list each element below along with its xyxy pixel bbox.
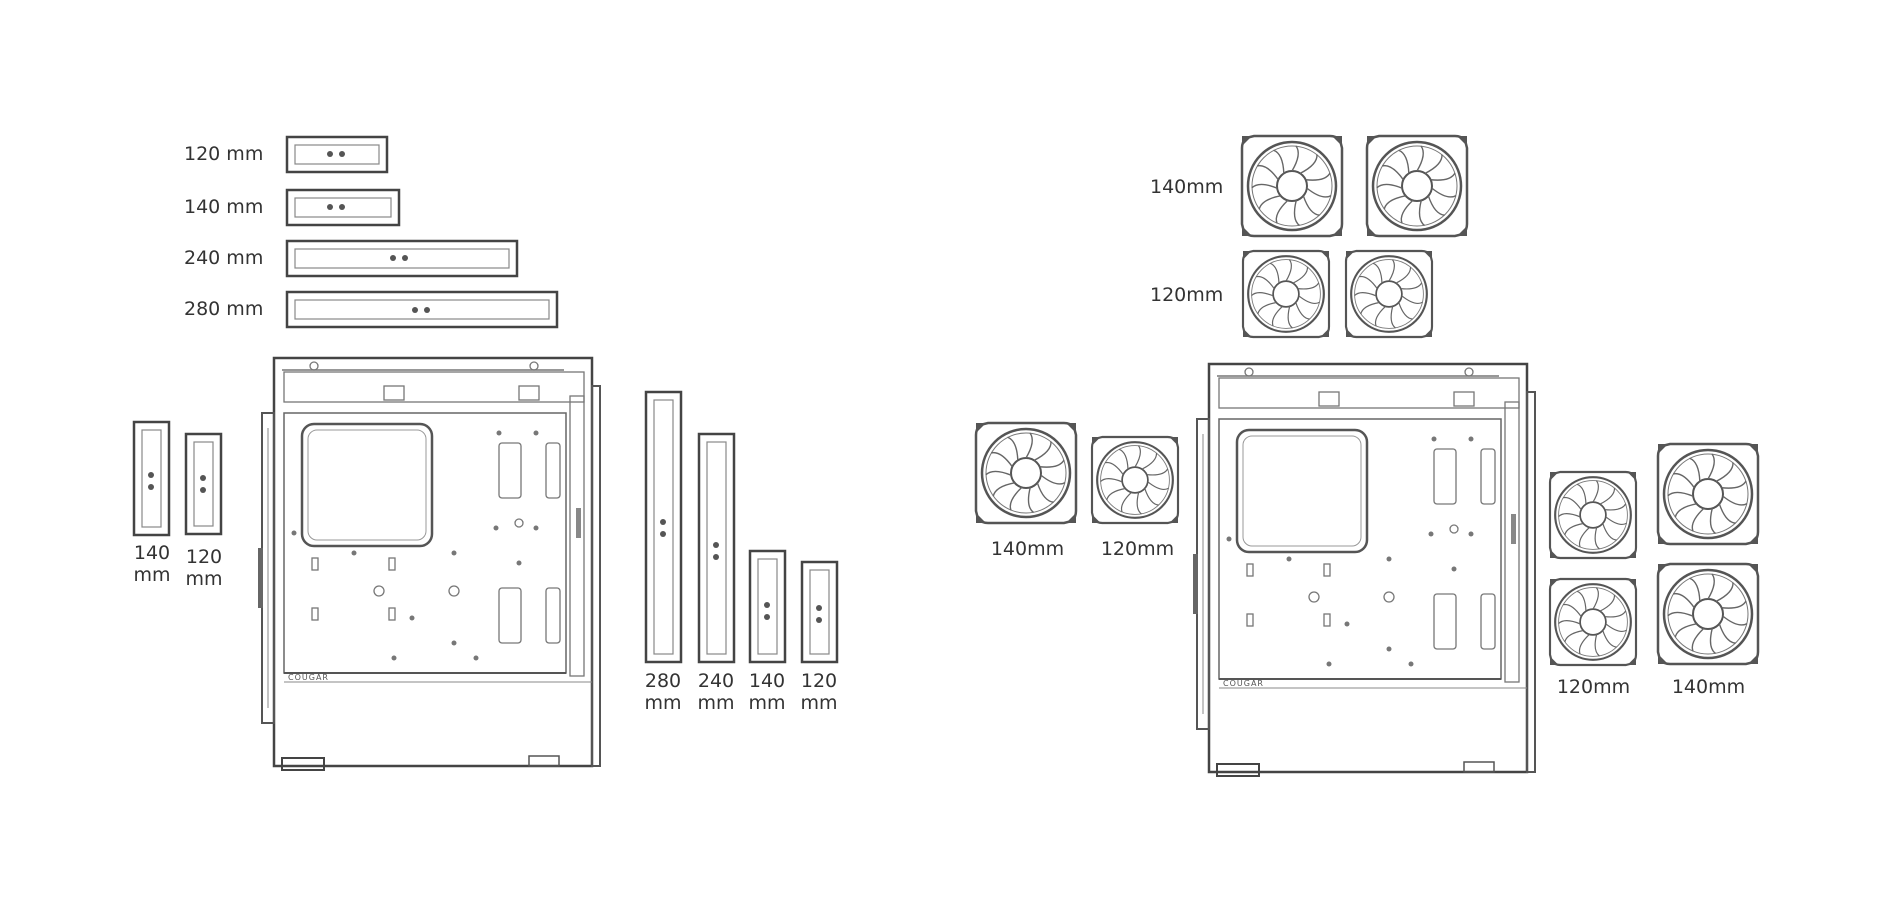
top-fan-120-a [1241,249,1331,339]
front-fan-140-a [1656,442,1760,546]
front-fan-120-b [1548,577,1638,667]
pc-case-fan-view: COUGAR [1191,362,1537,778]
rear-radiator-140 [748,549,787,664]
front-fan-label-140: 140mm [1671,676,1746,698]
rear-radiator-120 [800,560,839,664]
top-radiator-280 [285,290,559,329]
top-radiator-140 [285,188,401,227]
rear-fan-120 [1090,435,1180,525]
top-radiator-label-240: 240 mm [184,247,264,269]
brand-mark-2: COUGAR [1223,679,1264,688]
brand-mark: COUGAR [288,673,329,682]
top-radiator-120 [285,135,389,174]
rear-fan-140 [974,421,1078,525]
top-fan-label-120: 120mm [1150,284,1224,306]
rear-fan-label-140: 140mm [990,538,1065,560]
front-fan-140-b [1656,562,1760,666]
front-radiator-120 [184,432,223,536]
top-radiator-label-120: 120 mm [184,143,264,165]
rear-radiator-240 [697,432,736,664]
rear-radiator-280 [644,390,683,664]
top-radiator-label-280: 280 mm [184,298,264,320]
top-radiator-240 [285,239,519,278]
top-radiator-label-140: 140 mm [184,196,264,218]
top-fan-label-140: 140mm [1150,176,1224,198]
front-radiator-140 [132,420,171,537]
top-fan-140-a [1240,134,1344,238]
front-fan-label-120: 120mm [1556,676,1631,698]
top-fan-140-b [1365,134,1469,238]
rear-fan-label-120: 120mm [1100,538,1175,560]
front-fan-120-a [1548,470,1638,560]
pc-case-radiator-view: COUGAR [256,356,602,772]
top-fan-120-b [1344,249,1434,339]
